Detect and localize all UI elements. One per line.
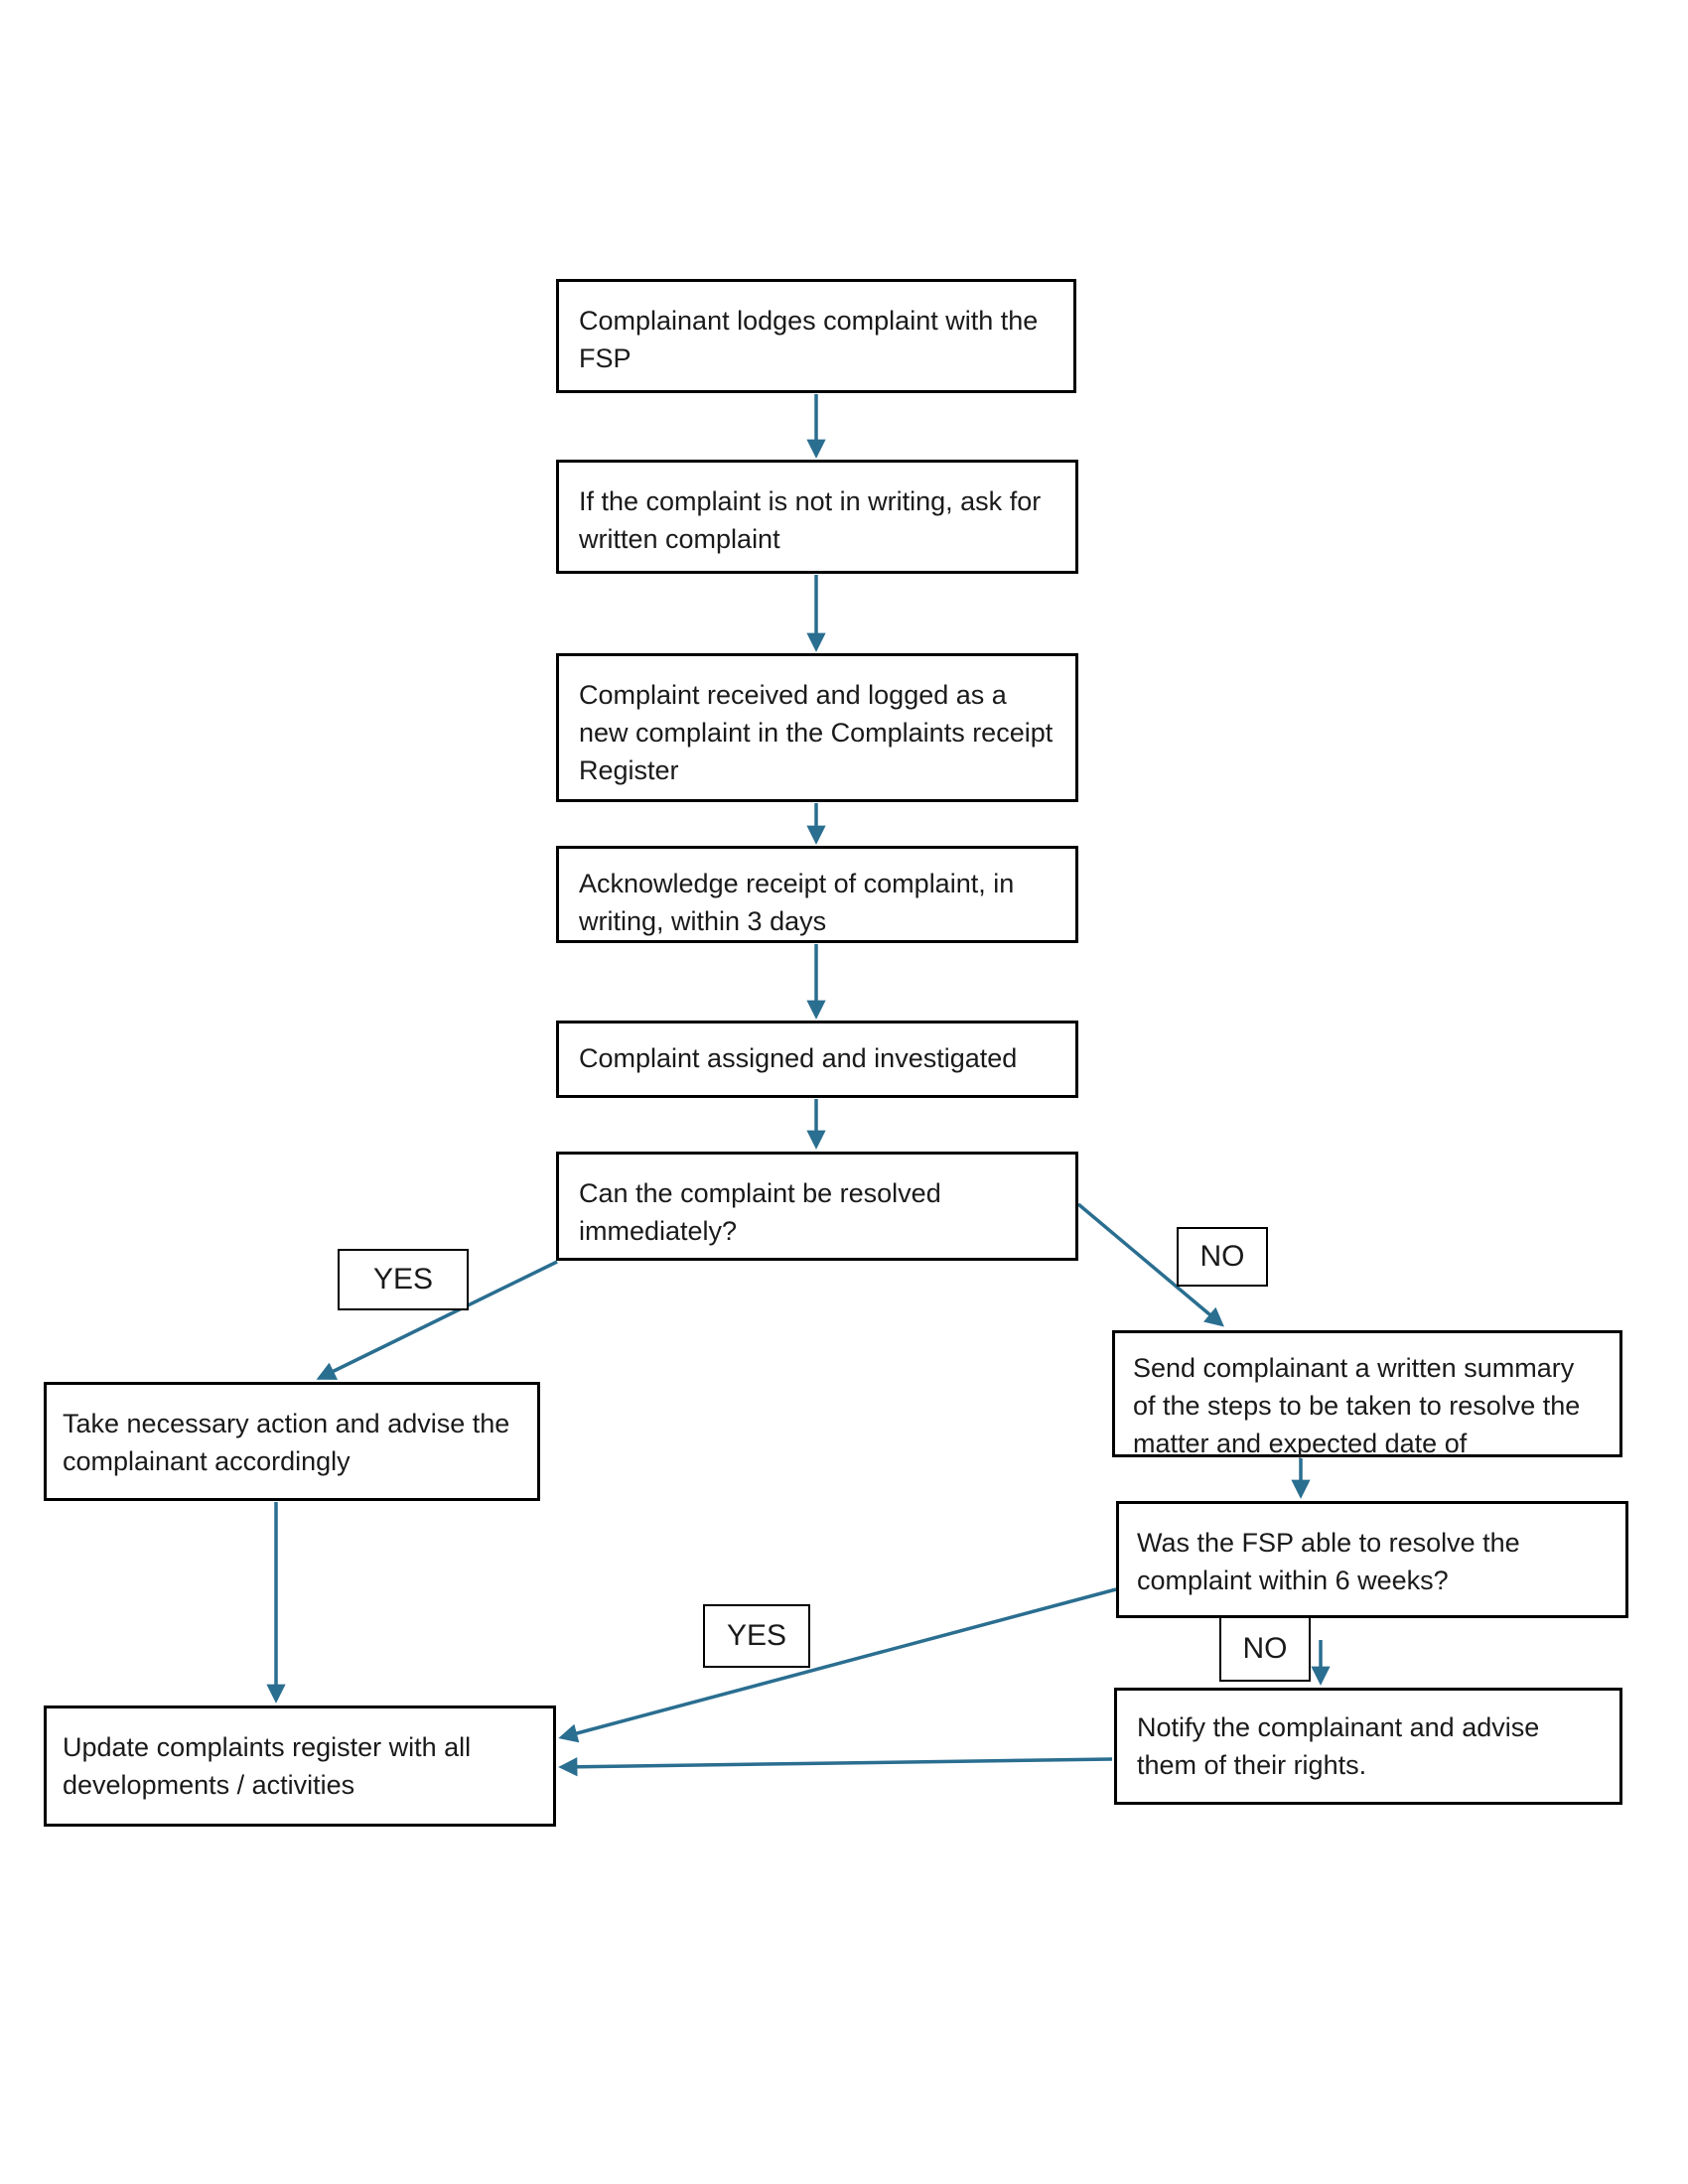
decision-label-no-2: NO <box>1219 1616 1311 1682</box>
connector-no-to-send-summary <box>1076 1202 1224 1327</box>
node-acknowledge-receipt: Acknowledge receipt of complaint, in wri… <box>556 846 1078 943</box>
node-six-weeks-question: Was the FSP able to resolve the complain… <box>1116 1501 1628 1618</box>
connector-yes-to-update-register <box>558 1587 1117 1743</box>
node-lodge-complaint: Complainant lodges complaint with the FS… <box>556 279 1076 393</box>
node-take-action: Take necessary action and advise the com… <box>44 1382 540 1501</box>
connector-notify-to-update-register <box>558 1757 1113 1777</box>
connector-yes-to-take-action <box>316 1260 558 1380</box>
decision-label-yes-1: YES <box>338 1249 469 1310</box>
decision-label-yes-2: YES <box>703 1604 810 1668</box>
node-resolve-immediately-question: Can the complaint be resolved immediatel… <box>556 1152 1078 1261</box>
node-log-complaint: Complaint received and logged as a new c… <box>556 653 1078 802</box>
node-update-register: Update complaints register with all deve… <box>44 1706 556 1827</box>
node-assign-investigate: Complaint assigned and investigated <box>556 1021 1078 1098</box>
decision-label-no-1: NO <box>1177 1227 1268 1287</box>
node-send-written-summary: Send complainant a written summary of th… <box>1112 1330 1622 1458</box>
node-notify-rights: Notify the complainant and advise them o… <box>1114 1688 1622 1805</box>
node-request-written-complaint: If the complaint is not in writing, ask … <box>556 460 1078 574</box>
